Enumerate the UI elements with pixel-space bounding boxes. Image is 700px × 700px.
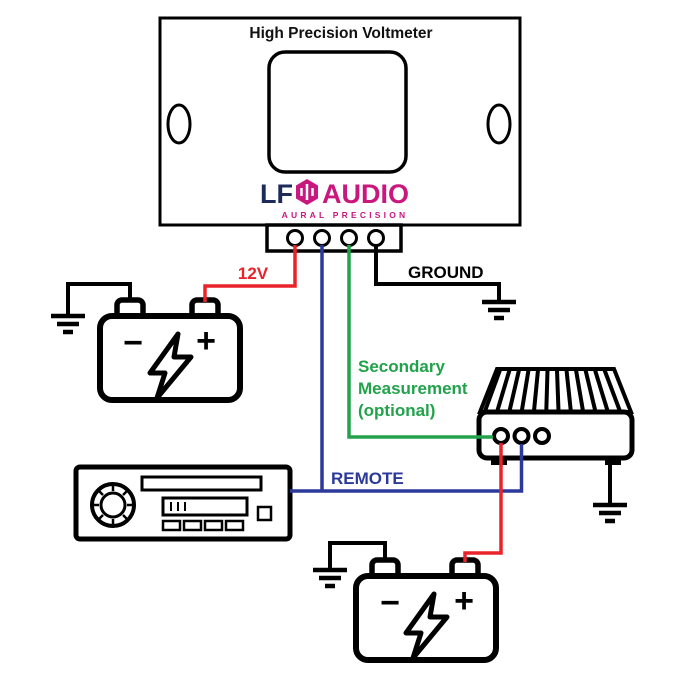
amp-body [476, 409, 635, 461]
label-remote: REMOTE [331, 469, 404, 488]
wire-remote-run [290, 444, 524, 493]
logo-audio-text: AUDIO [322, 179, 409, 209]
ground-symbol-amp [593, 505, 627, 521]
lf-audio-logo: LF AUDIO AURAL PRECISION [260, 179, 409, 220]
head-unit-display [161, 496, 249, 517]
logo-lf-text: LF [260, 179, 293, 209]
display-segments [170, 502, 186, 511]
main-battery: − + [97, 297, 243, 403]
wire-main-battery-ground [66, 282, 132, 316]
terminal-2-remote [313, 229, 331, 247]
svg-text:Measurement: Measurement [358, 379, 468, 398]
wire-voltmeter-ground [374, 245, 501, 302]
main-battery-minus-sign: − [123, 324, 143, 362]
svg-text:(optional): (optional) [358, 401, 435, 420]
wire-12v-power [203, 245, 297, 302]
amplifier [476, 367, 635, 465]
terminal-4-ground [367, 229, 385, 247]
cd-slot [140, 475, 263, 492]
lf-audio-logo-icon [296, 179, 318, 205]
mounting-hole-right [486, 103, 512, 145]
terminal-block [265, 223, 403, 253]
main-battery-plus-sign: + [196, 322, 216, 360]
lightning-bolt-icon [403, 591, 450, 661]
label-ground: GROUND [408, 263, 484, 282]
head-unit-buttons [161, 519, 245, 532]
ground-symbol-main-battery [51, 316, 85, 332]
label-secondary-measurement: Secondary Measurement (optional) [358, 357, 468, 420]
amp-foot-right [605, 456, 621, 465]
logo-tagline: AURAL PRECISION [282, 210, 409, 220]
svg-text:Secondary: Secondary [358, 357, 445, 376]
voltmeter-title: High Precision Voltmeter [249, 25, 432, 42]
amp-battery-minus-sign: − [380, 584, 400, 622]
amp-terminal-1 [492, 427, 510, 445]
wire-amp-battery-ground [328, 541, 387, 570]
wires [51, 245, 627, 586]
ground-symbol-amp-battery [313, 570, 347, 586]
eject-button [256, 505, 273, 522]
wire-amp-power [463, 443, 503, 562]
lightning-bolt-icon [147, 331, 194, 401]
terminal-1-power [286, 229, 304, 247]
labels: 12V GROUND REMOTE Secondary Measurement … [238, 263, 484, 488]
amp-battery: − + [353, 557, 499, 663]
voltmeter-display [267, 50, 408, 174]
terminal-3-secondary [340, 229, 358, 247]
amp-terminal-2 [512, 427, 531, 445]
ground-symbol-voltmeter [482, 302, 516, 318]
amp-foot-left [491, 456, 507, 465]
amp-heatsink-fins [483, 369, 622, 412]
volume-knob [90, 482, 136, 528]
label-12v: 12V [238, 264, 269, 283]
head-unit [73, 464, 293, 542]
amp-terminal-3 [533, 427, 551, 445]
amp-battery-plus-sign: + [454, 582, 474, 620]
wire-secondary-measurement [347, 245, 493, 439]
mounting-hole-left [166, 103, 192, 145]
voltmeter: High Precision Voltmeter LF AUDIO AURAL … [158, 16, 522, 253]
